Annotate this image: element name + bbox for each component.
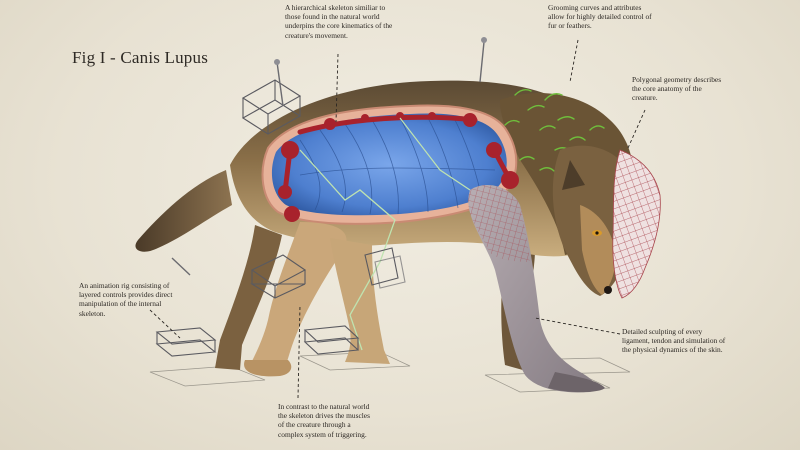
annotation-skeleton: A hierarchical skeleton similiar to thos… [285,3,393,40]
rig-box-hind-foot [155,327,217,357]
annotation-geometry: Polygonal geometry describes the core an… [632,75,722,103]
figure-title: Fig I - Canis Lupus [72,48,209,67]
mid-leg [330,238,390,364]
near-hind-paw [244,360,292,377]
head-mesh-grid [612,150,661,298]
rig-box-mid-foot [303,325,360,355]
rig-box-knee [364,247,406,289]
annotation-contrast: In contrast to the natural world the ske… [278,402,370,439]
wolf-face [580,205,616,295]
muscle-striations [299,117,496,215]
sculpted-paw [548,372,605,393]
rig-pin-tail [171,257,191,276]
rig-controls [155,37,487,357]
rig-pin-back [479,41,485,83]
leader-lines [149,39,646,399]
annotation-rig: An animation rig consisting of layered c… [79,281,173,318]
sculpted-leg-mesh [467,185,530,262]
muscle-tissue [271,113,507,216]
annotation-grooming: Grooming curves and attributes allow for… [548,3,652,31]
wolf-pupil [595,231,599,235]
wolf-tail [135,170,232,252]
rig-box-shoulder [241,59,302,135]
skeleton-drive-line-2 [399,117,471,191]
annotation-sculpt: Detailed sculpting of every ligament, te… [622,327,726,355]
near-hind-leg [250,222,347,368]
far-hind-leg [215,225,282,370]
wolf-nose [604,286,612,294]
wolf-ear [562,160,585,190]
rig-box-hip [250,254,307,299]
spine-bones [282,114,513,195]
skeleton-drive-line [299,149,396,351]
